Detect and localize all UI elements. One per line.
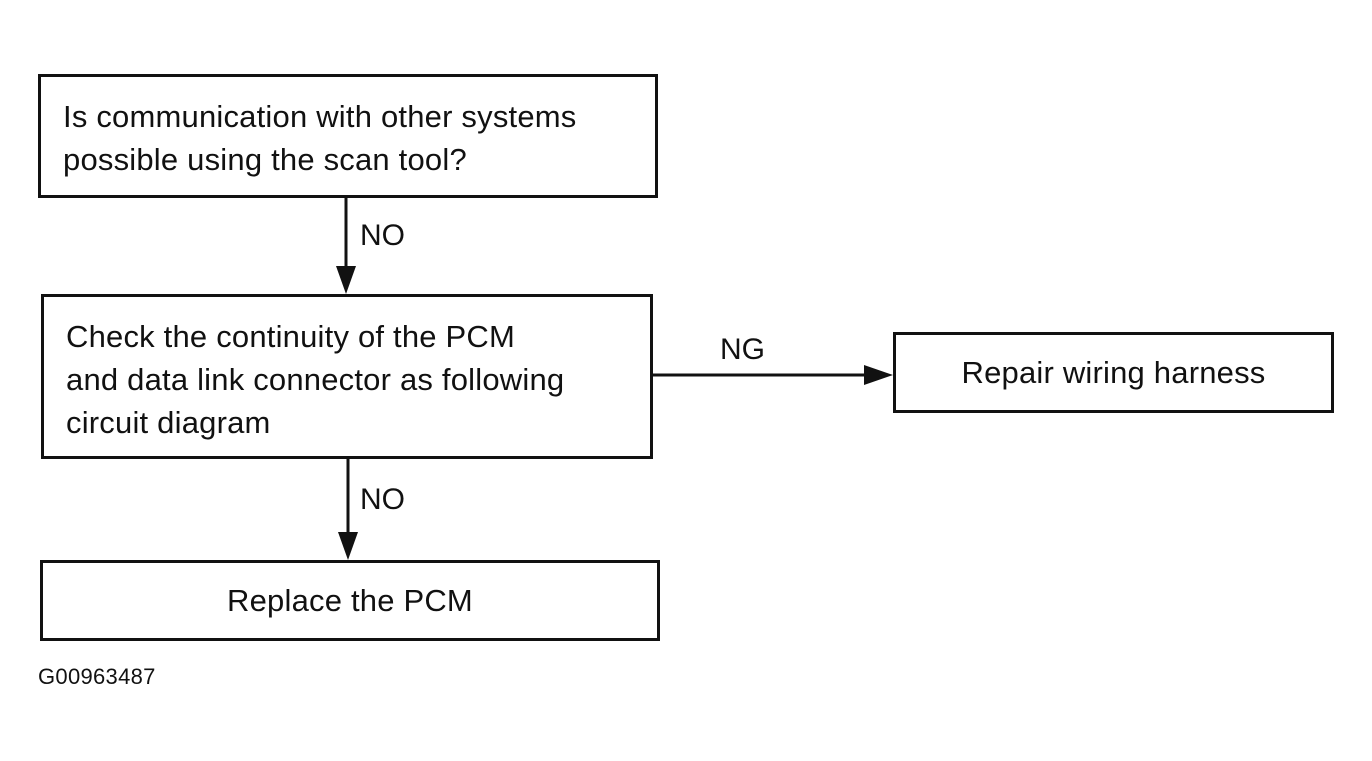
- repair-harness-text: Repair wiring harness: [961, 355, 1266, 390]
- replace-pcm-box: Replace the PCM: [40, 560, 660, 641]
- edge-label-no-1: NO: [360, 219, 405, 252]
- edge-label-no-2: NO: [360, 483, 405, 516]
- arrowhead-question-to-check: [336, 266, 356, 294]
- repair-harness-box: Repair wiring harness: [893, 332, 1334, 413]
- check-continuity-text: Check the continuity of the PCM and data…: [66, 319, 565, 440]
- edge-label-ng: NG: [720, 333, 765, 366]
- question-text: Is communication with other systems poss…: [63, 99, 577, 177]
- question-box: Is communication with other systems poss…: [38, 74, 658, 198]
- replace-pcm-text: Replace the PCM: [227, 583, 473, 618]
- arrowhead-check-to-replace: [338, 532, 358, 560]
- check-continuity-box: Check the continuity of the PCM and data…: [41, 294, 653, 459]
- arrowhead-check-to-repair: [864, 365, 893, 385]
- figure-id: G00963487: [38, 664, 156, 689]
